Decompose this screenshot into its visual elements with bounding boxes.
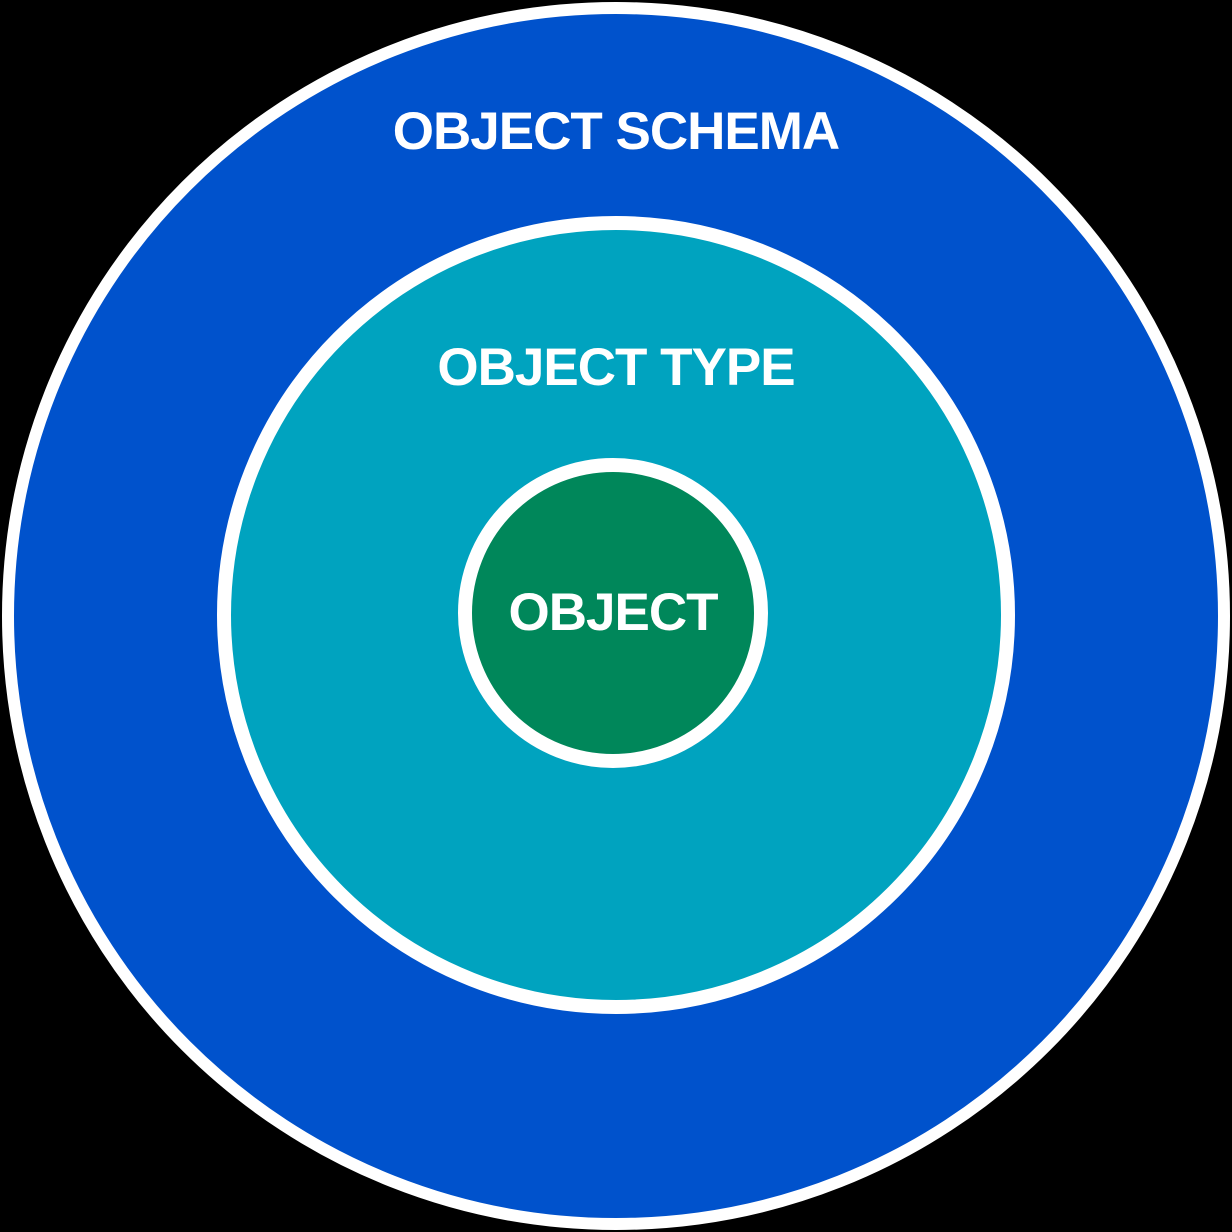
object-type-label: OBJECT TYPE: [437, 338, 795, 397]
object-label: OBJECT: [508, 583, 719, 642]
object-circle: OBJECT: [458, 458, 768, 768]
object-schema-label: OBJECT SCHEMA: [392, 102, 840, 161]
object-type-circle: OBJECT TYPE OBJECT: [217, 216, 1015, 1014]
